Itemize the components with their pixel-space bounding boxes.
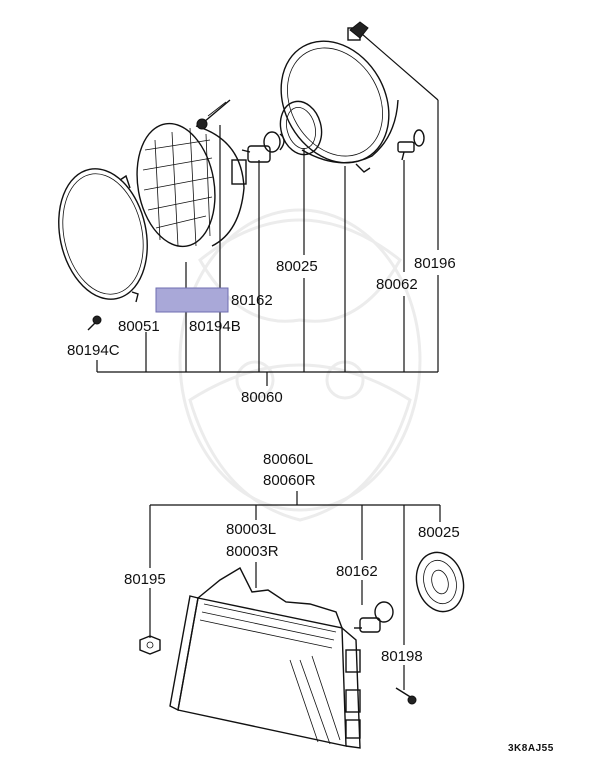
retaining-ring-80025-top <box>279 100 323 156</box>
lens-ring-80051 <box>58 168 148 303</box>
headlamp-unit-80003 <box>169 567 361 749</box>
leader-lines-top <box>96 33 439 386</box>
retaining-ring-80025-bottom <box>415 551 465 613</box>
leader-lines-bottom <box>149 491 441 690</box>
bulb-80162-bottom <box>354 601 394 633</box>
diagram-code: 3K8AJ55 <box>508 743 554 754</box>
label-80025-top[interactable]: 80025 <box>276 258 318 275</box>
clip-80196 <box>349 21 369 39</box>
label-80060r[interactable]: 80060R <box>263 472 316 489</box>
screw-80194c <box>87 315 102 331</box>
screw-80198 <box>395 687 417 705</box>
highlight-box-80162[interactable] <box>155 287 229 313</box>
label-80025-bottom[interactable]: 80025 <box>418 524 460 541</box>
label-80196[interactable]: 80196 <box>414 255 456 272</box>
label-80194b[interactable]: 80194B <box>189 318 241 335</box>
screw-80195 <box>139 635 161 655</box>
label-80060l[interactable]: 80060L <box>263 451 313 468</box>
screw-80194b <box>196 99 231 130</box>
sealed-beam-lamp <box>136 122 247 248</box>
pilot-bulb-80062 <box>397 129 425 161</box>
headlamp-housing-bucket <box>280 27 399 173</box>
label-80060[interactable]: 80060 <box>241 389 283 406</box>
label-80194c[interactable]: 80194C <box>67 342 120 359</box>
bulb-80162-top <box>241 131 285 163</box>
label-80162-bottom[interactable]: 80162 <box>336 563 378 580</box>
label-80162-top[interactable]: 80162 <box>231 292 273 309</box>
label-80003l[interactable]: 80003L <box>226 521 276 538</box>
label-80003r[interactable]: 80003R <box>226 543 279 560</box>
label-80051[interactable]: 80051 <box>118 318 160 335</box>
label-80062[interactable]: 80062 <box>376 276 418 293</box>
label-80198[interactable]: 80198 <box>381 648 423 665</box>
label-80195[interactable]: 80195 <box>124 571 166 588</box>
